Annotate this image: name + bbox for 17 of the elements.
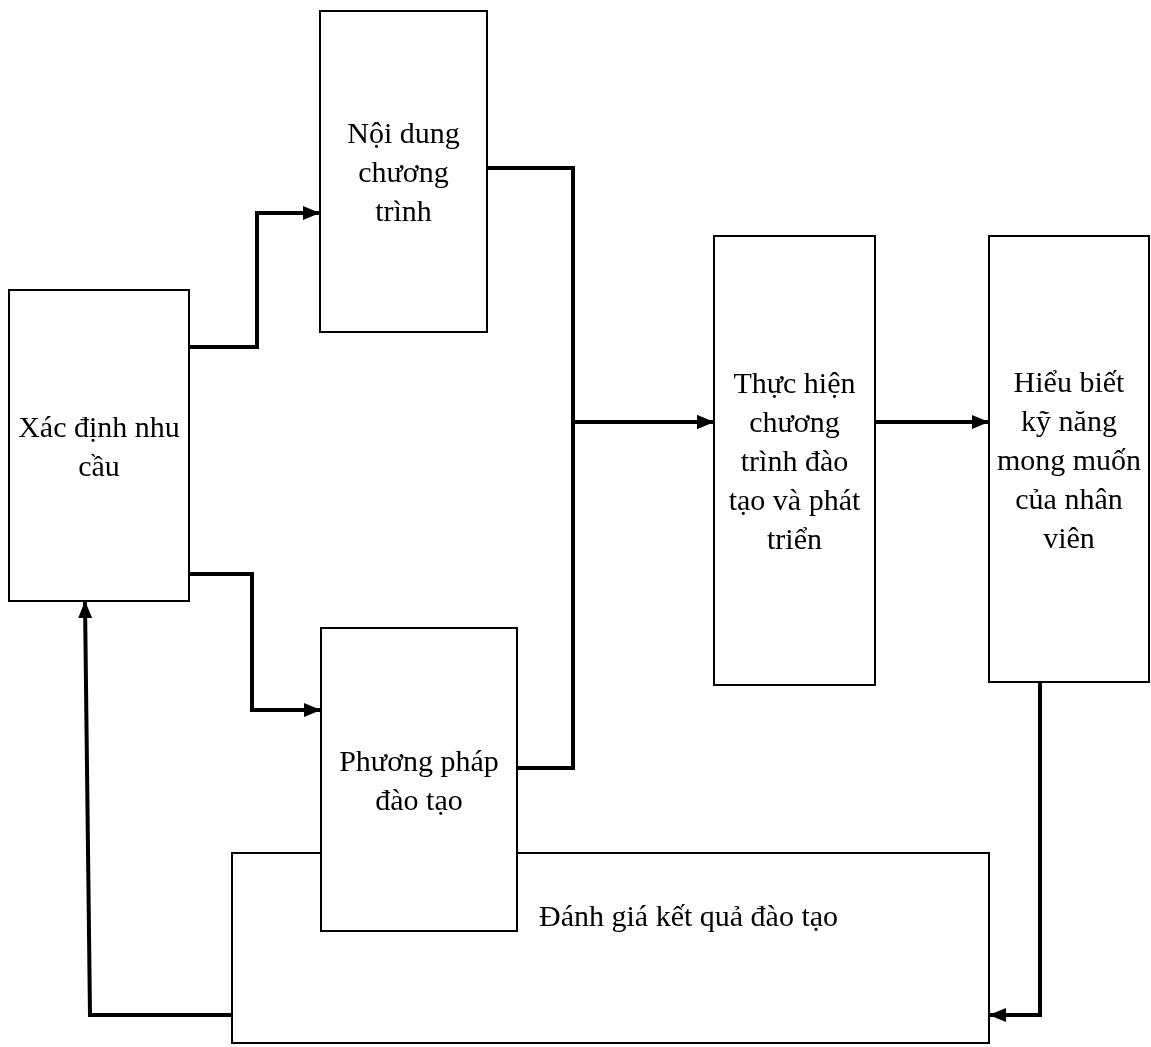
arrow xyxy=(989,683,1042,1022)
process-box xyxy=(8,289,190,602)
process-box xyxy=(231,852,990,1044)
box-label: Hiểu biết kỹ năng mong muốn của nhân viên xyxy=(995,363,1143,556)
process-box xyxy=(320,627,518,932)
arrow xyxy=(190,572,321,717)
process-box xyxy=(713,235,876,686)
arrow xyxy=(876,415,989,429)
box-label: Xác định nhu cầu xyxy=(17,408,181,484)
box-label: Phương pháp đào tạo xyxy=(338,742,500,818)
process-box xyxy=(988,235,1150,683)
box-label: Thực hiện chương trình đào tạo và phát triển xyxy=(727,365,862,557)
arrow xyxy=(190,206,320,349)
box-label: Đánh giá kết quả đào tạo xyxy=(538,898,840,934)
box-label: Nội dung chương trình xyxy=(346,115,461,229)
process-box xyxy=(319,10,488,333)
arrow xyxy=(78,601,231,1017)
